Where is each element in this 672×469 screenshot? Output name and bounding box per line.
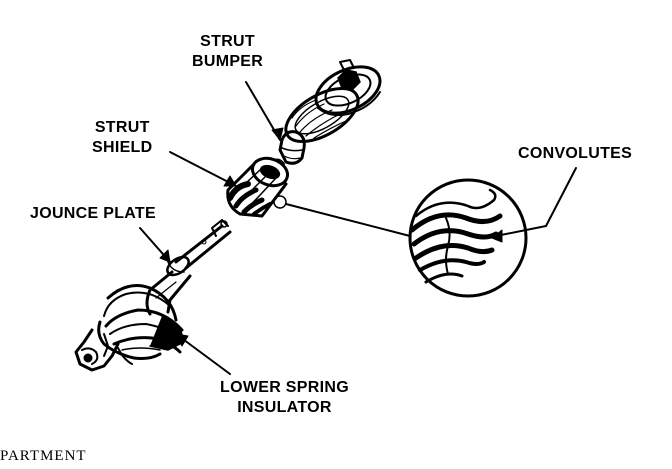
spring-seat-and-insulator: [97, 284, 185, 360]
arrowheads: [159, 127, 503, 347]
piston-rod: [174, 219, 232, 270]
convolutes-label: CONVOLUTES: [518, 145, 633, 162]
lower-bracket: [74, 328, 133, 372]
lower-spring-insulator-label: LOWER SPRING INSULATOR: [220, 378, 349, 418]
strut-shield-label-line2: SHIELD: [92, 139, 153, 156]
jounce-plate: [166, 255, 190, 277]
strut-body-tube: [145, 270, 192, 316]
lower-spring-insulator-label-line1: LOWER SPRING: [220, 379, 349, 396]
strut-shield: [226, 156, 289, 218]
strut-bumper-label-line1: STRUT: [200, 33, 255, 50]
strut-bearing-plate: [284, 87, 360, 143]
leader-lines: [139, 81, 577, 375]
strut-bumper: [278, 130, 306, 165]
footer-fragment: PARTMENT: [0, 448, 87, 464]
convolutes-detail-circle: [408, 178, 528, 298]
detail-callout-connector: [273, 195, 411, 237]
jounce-plate-label: JOUNCE PLATE: [30, 205, 156, 222]
lower-spring-insulator-label-line2: INSULATOR: [237, 399, 332, 416]
strut-bumper-label: STRUT BUMPER: [192, 32, 263, 72]
strut-bumper-label-line2: BUMPER: [192, 53, 264, 70]
strut-shield-label: STRUT SHIELD: [92, 118, 152, 158]
strut-shield-label-line1: STRUT: [94, 119, 150, 136]
